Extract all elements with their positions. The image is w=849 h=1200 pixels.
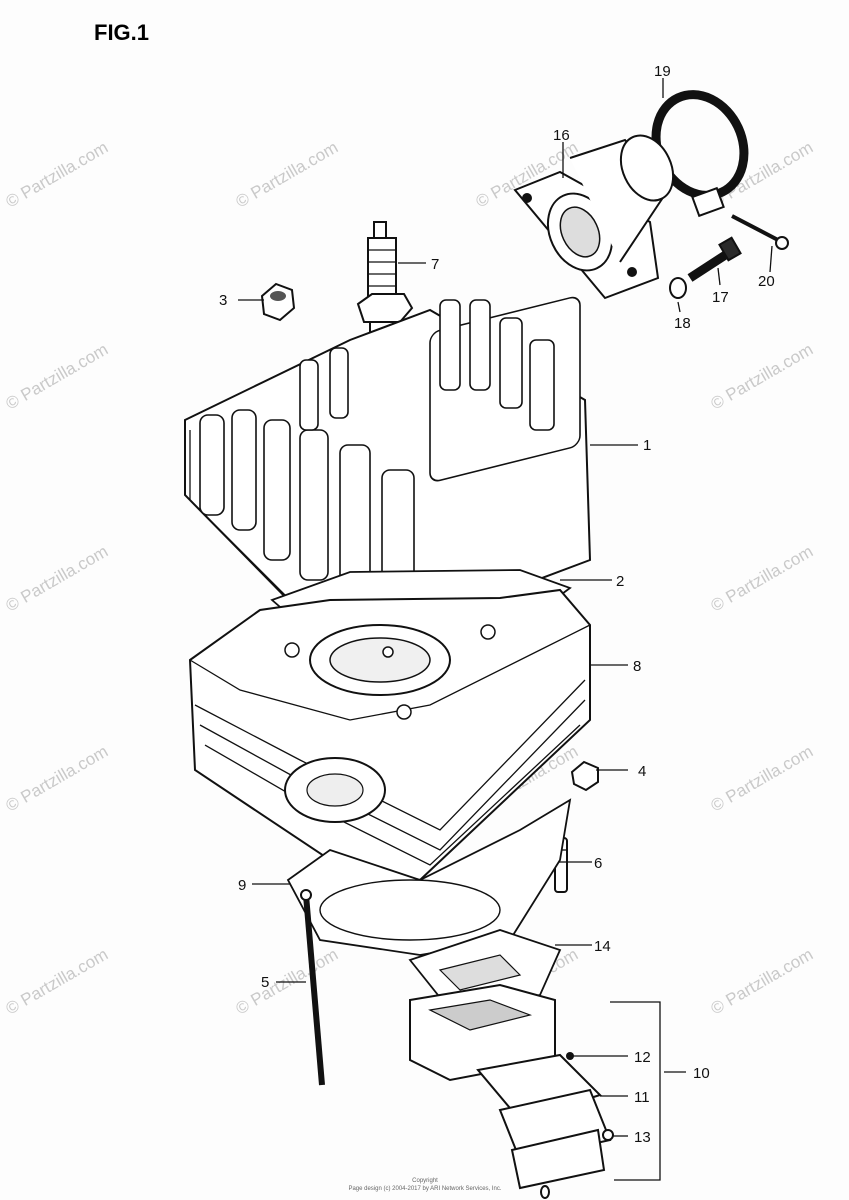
- watermark: © Partzilla.com: [708, 340, 817, 414]
- callout-10: 10: [693, 1065, 710, 1082]
- cylinder-head-part: [184, 296, 592, 633]
- watermark: © Partzilla.com: [3, 542, 112, 616]
- intake-pipe-part: [513, 134, 675, 300]
- callout-19: 19: [654, 63, 671, 80]
- callout-8: 8: [633, 658, 641, 675]
- leader-lines: [238, 78, 773, 1137]
- base-gasket-part: [286, 798, 572, 956]
- callout-2: 2: [616, 573, 624, 590]
- reed-valve-assembly-part: [409, 983, 614, 1199]
- callout-13: 13: [634, 1129, 651, 1146]
- callout-1: 1: [643, 437, 651, 454]
- nut-part: [260, 282, 296, 322]
- figure-title: FIG.1: [94, 20, 149, 45]
- callout-7: 7: [431, 256, 439, 273]
- callout-3: 3: [219, 292, 227, 309]
- washer-part: [669, 277, 687, 299]
- callouts: 1 2 3 4 5 6 7 8 9 10 11 12 13 14 16 17 1…: [219, 63, 775, 1146]
- callout-9: 9: [238, 877, 246, 894]
- watermark: © Partzilla.com: [708, 742, 817, 816]
- watermark: © Partzilla.com: [3, 742, 112, 816]
- callout-20: 20: [758, 273, 775, 290]
- watermark: © Partzilla.com: [708, 945, 817, 1019]
- watermark: © Partzilla.com: [3, 340, 112, 414]
- callout-17: 17: [712, 289, 729, 306]
- callout-11: 11: [634, 1089, 650, 1106]
- screw-part: [731, 214, 789, 250]
- callout-6: 6: [594, 855, 602, 872]
- group-bracket: [610, 1001, 661, 1181]
- nut-part: [570, 760, 599, 792]
- callout-18: 18: [674, 315, 691, 332]
- callout-12: 12: [634, 1049, 651, 1066]
- callout-14: 14: [594, 938, 611, 955]
- stud-bolt-part: [300, 889, 325, 1086]
- copyright-label: Copyright: [412, 1178, 438, 1184]
- watermark: © Partzilla.com: [708, 542, 817, 616]
- watermark: © Partzilla.com: [708, 138, 817, 212]
- callout-5: 5: [261, 974, 269, 991]
- watermark: © Partzilla.com: [233, 138, 342, 212]
- watermark: © Partzilla.com: [3, 945, 112, 1019]
- callout-16: 16: [553, 127, 570, 144]
- cylinder-part: [188, 588, 591, 882]
- copyright-notice: Page design (c) 2004-2017 by ARI Network…: [348, 1186, 501, 1192]
- bolt-part: [687, 236, 742, 282]
- watermark: © Partzilla.com: [3, 138, 112, 212]
- callout-4: 4: [638, 763, 646, 780]
